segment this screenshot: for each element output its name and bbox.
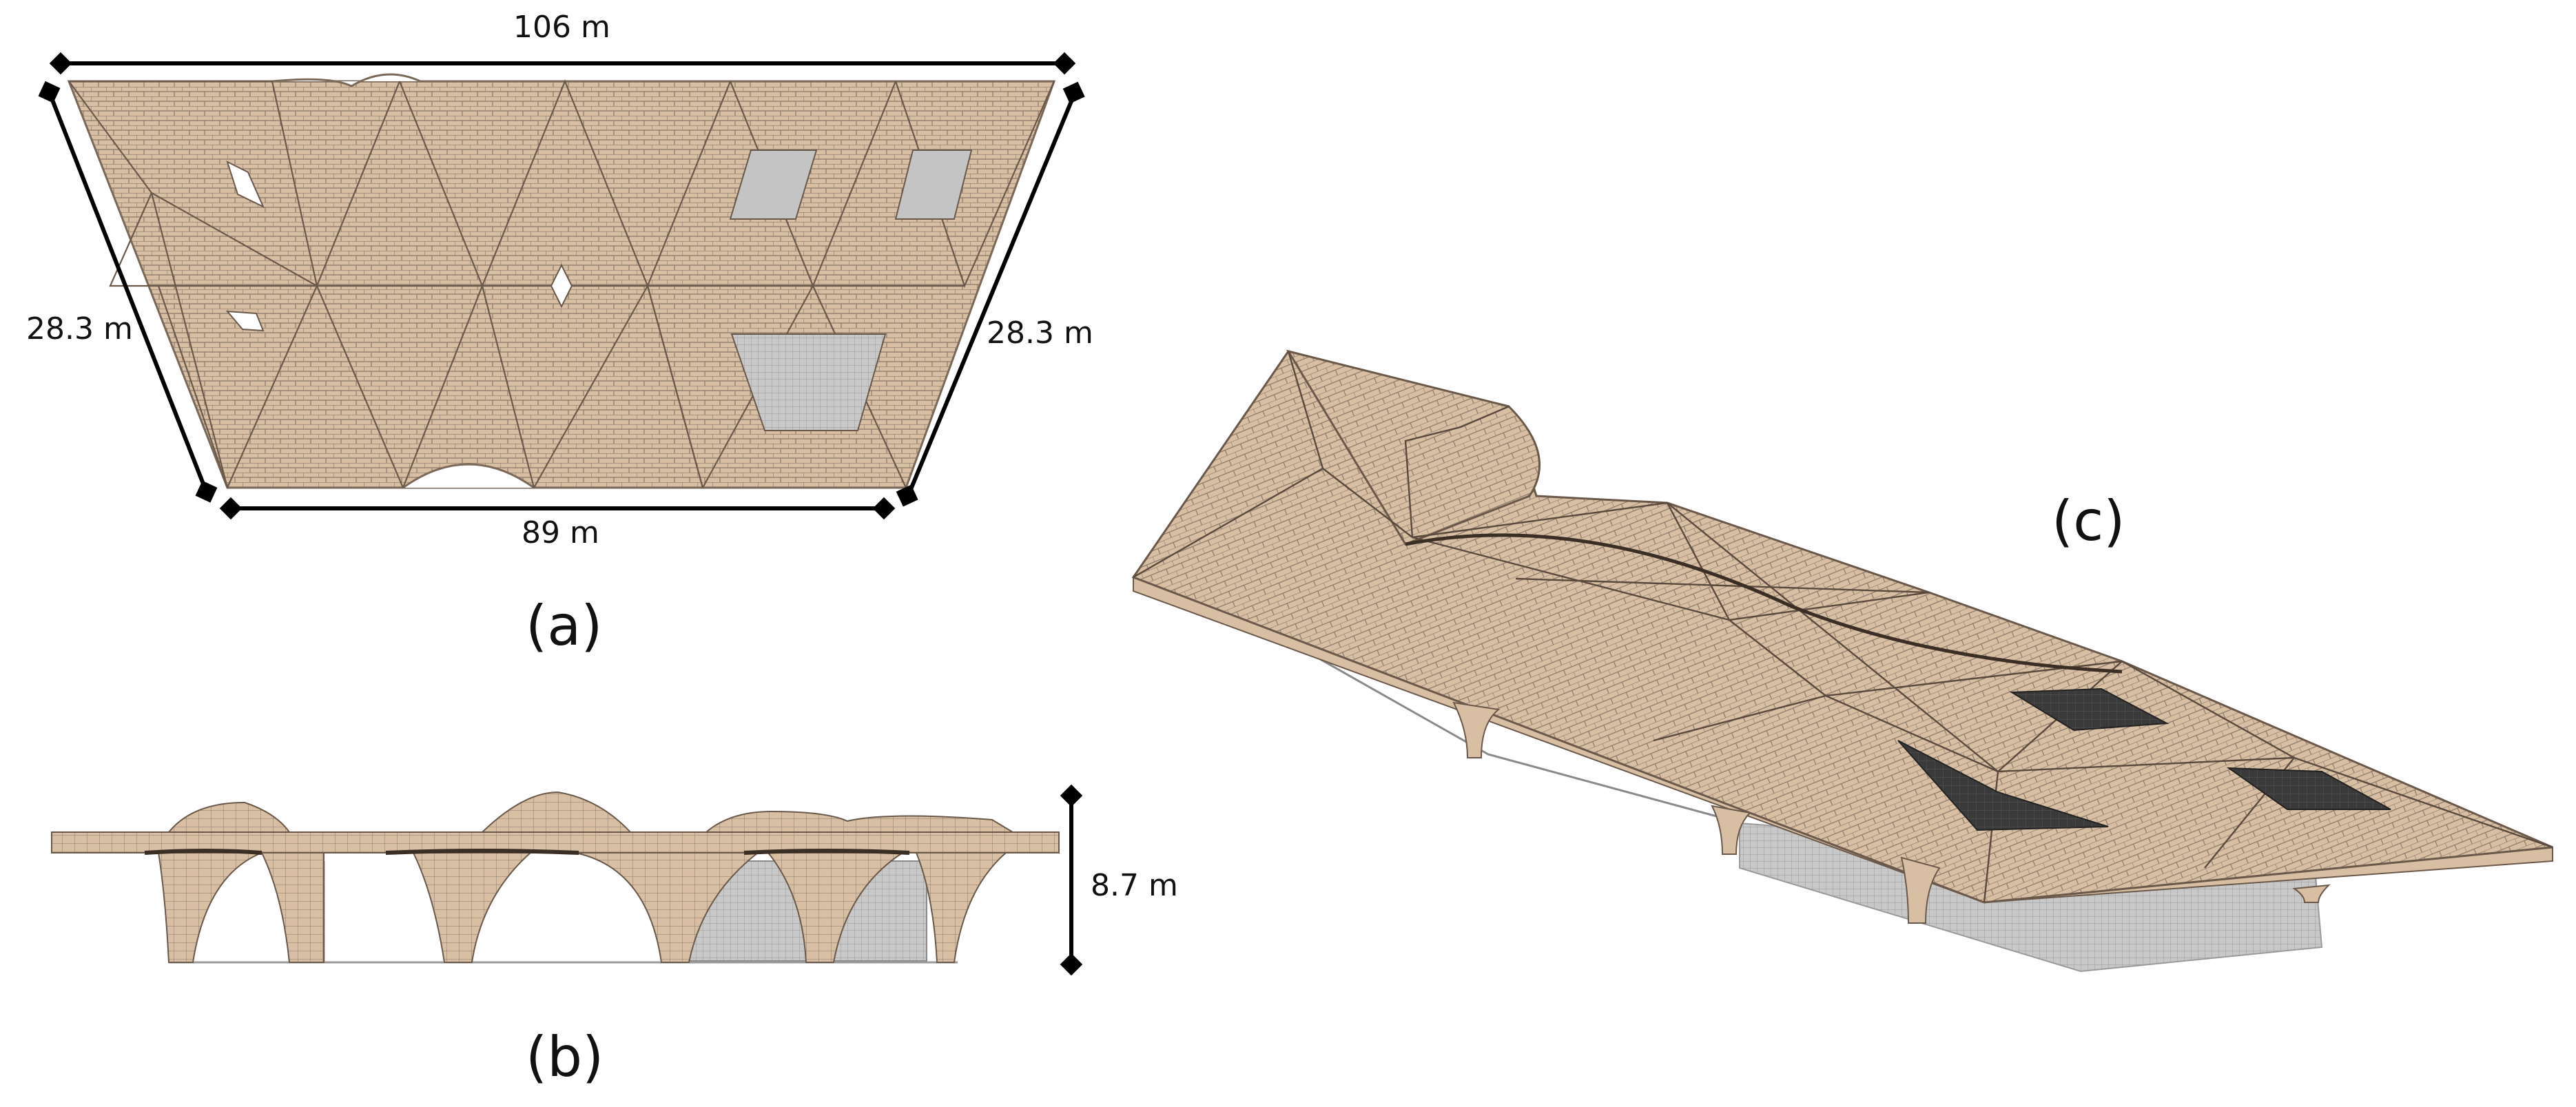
axon-frame-lines	[1305, 650, 1730, 821]
plan-skylight-2	[894, 149, 973, 220]
axon-roof-dome	[1286, 349, 1541, 546]
axon-skylight-1	[2009, 687, 2170, 732]
axon-skylight-3	[2226, 767, 2391, 810]
elevation-arch-shadow	[144, 849, 910, 855]
dim-marker	[1060, 784, 1083, 807]
plan-opening-left-lower	[225, 310, 265, 332]
elevation-dimension-line	[1060, 784, 1083, 976]
dim-label-top-width: 106 m	[513, 10, 610, 45]
plan-fold-lines	[68, 79, 1055, 488]
panel-label-a: (a)	[526, 594, 603, 658]
elevation-column-arches	[157, 852, 1008, 963]
dim-marker	[872, 497, 896, 520]
plan-dimension-lines	[38, 52, 1085, 520]
axon-fold-lines	[1133, 351, 2553, 903]
axon-columns	[1452, 701, 2331, 924]
elevation-roof-crest-1	[167, 801, 291, 833]
dim-marker	[1053, 52, 1076, 75]
plan-opening-left-upper	[226, 161, 265, 209]
dim-marker	[1060, 953, 1083, 976]
axon-ridge-shadow	[1405, 533, 2123, 674]
dim-line-right	[906, 92, 1077, 497]
elevation-view-drawing	[51, 791, 1060, 964]
plan-roof-notch	[271, 73, 421, 87]
dim-marker	[195, 480, 218, 503]
panel-label-c: (c)	[2052, 489, 2125, 553]
plan-roof-bottom-arc	[402, 463, 535, 489]
dim-marker	[1062, 81, 1085, 104]
panel-label-b: (b)	[526, 1025, 604, 1089]
plan-skylight-3	[730, 333, 887, 431]
axonometric-view-drawing	[1131, 349, 2553, 973]
dim-label-height: 8.7 m	[1091, 868, 1178, 903]
axon-skylight-2	[1897, 740, 2109, 831]
dim-label-right-side: 28.3 m	[987, 315, 1093, 351]
plan-opening-center	[550, 263, 573, 309]
dim-marker	[49, 52, 72, 75]
dim-line-left	[48, 92, 209, 494]
plan-skylight-1	[729, 149, 818, 220]
dim-marker	[38, 81, 61, 103]
elevation-roof-crest-3	[704, 810, 1016, 833]
dim-label-bottom-width: 89 m	[522, 515, 599, 550]
plan-view-drawing	[67, 73, 1056, 489]
dim-marker	[219, 497, 243, 520]
dim-marker	[896, 484, 918, 507]
elevation-roof-crest-2	[480, 791, 632, 833]
dim-label-left-side: 28.3 m	[26, 311, 133, 346]
